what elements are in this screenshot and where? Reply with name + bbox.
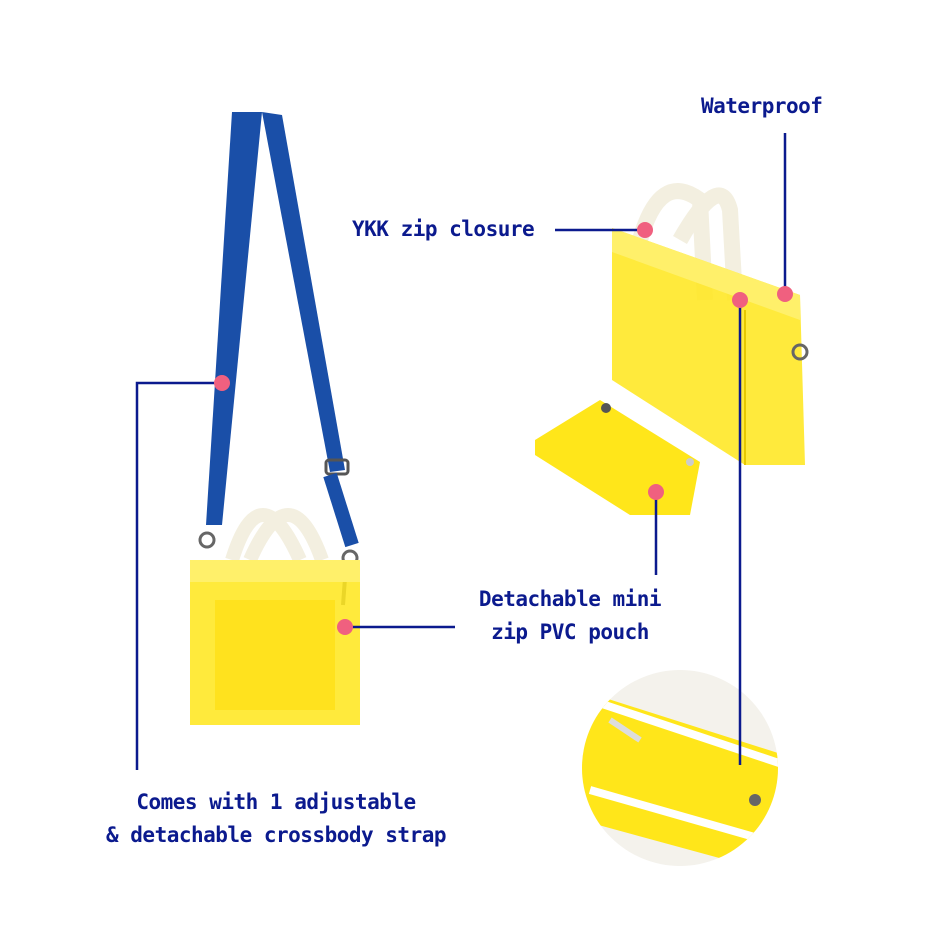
zip-closure-dot bbox=[637, 222, 653, 238]
crossbody-strap bbox=[198, 112, 359, 606]
pouch-label-line2: zip PVC pouch bbox=[491, 620, 649, 644]
waterproof-dot bbox=[777, 286, 793, 302]
zipper-detail-closeup bbox=[582, 670, 778, 866]
waterproof-label: Waterproof bbox=[701, 94, 823, 118]
zipper-detail-dot bbox=[732, 292, 748, 308]
bag-dot bbox=[337, 619, 353, 635]
tote-bag bbox=[612, 183, 809, 465]
callout-dots bbox=[214, 222, 793, 635]
callout-lines bbox=[135, 133, 787, 770]
pouch-dot bbox=[648, 484, 664, 500]
zip-closure-label: YKK zip closure bbox=[352, 217, 535, 241]
strap-dot bbox=[214, 375, 230, 391]
crossbody-bag bbox=[190, 508, 360, 725]
strap-label-line1: Comes with 1 adjustable bbox=[136, 790, 416, 814]
pouch-label-line1: Detachable mini bbox=[478, 587, 662, 611]
strap-label-line2: & detachable crossbody strap bbox=[105, 823, 447, 847]
